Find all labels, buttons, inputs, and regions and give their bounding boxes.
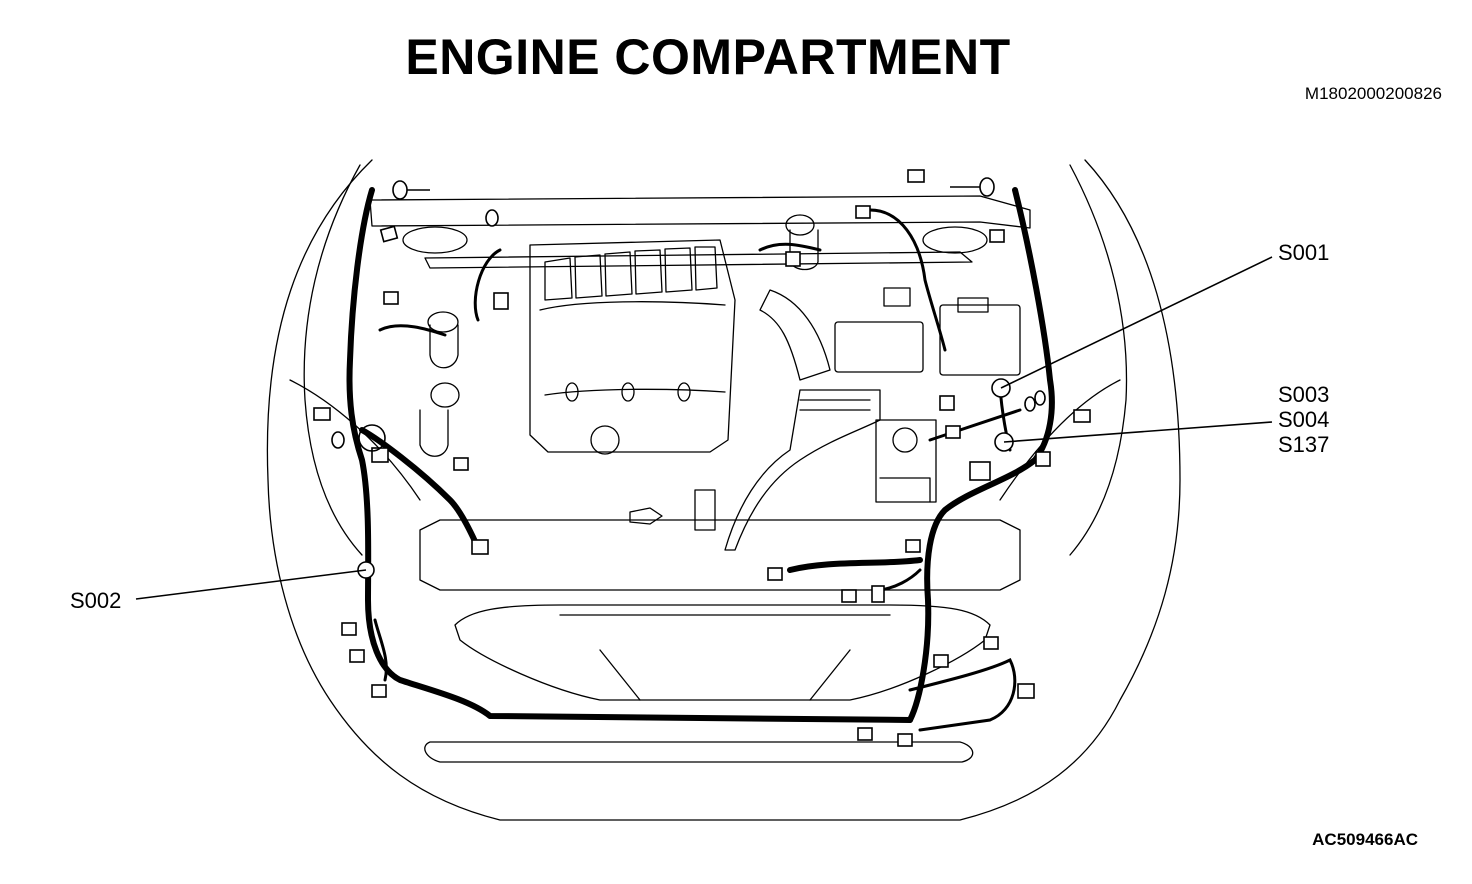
bumper-lip	[424, 741, 974, 763]
leader-s001	[1000, 256, 1273, 389]
air-hose	[724, 389, 881, 551]
leader-s002	[135, 569, 367, 600]
page-title: ENGINE COMPARTMENT	[405, 29, 1011, 85]
harness-right	[907, 187, 1055, 723]
fuse-box	[939, 304, 1021, 376]
relay-block	[875, 419, 937, 503]
body-outline	[266, 159, 1181, 821]
document-id: M1802000200826	[1304, 84, 1442, 103]
callout-s003: S003	[1278, 382, 1330, 407]
figure-id: AC509466AC	[1312, 830, 1418, 849]
lower-grille	[454, 604, 991, 701]
callout-s004: S004	[1278, 407, 1330, 432]
battery	[834, 321, 924, 373]
intake-duct	[759, 289, 831, 381]
strut-bar	[369, 195, 1031, 229]
harness-left	[346, 187, 913, 723]
reservoir-cap	[427, 311, 459, 333]
fender-left	[303, 164, 363, 556]
leader-s003	[1003, 421, 1273, 443]
radiator-support	[419, 519, 1021, 591]
harness-center	[787, 557, 923, 573]
harness-front	[359, 427, 481, 551]
engine-cover	[529, 239, 736, 453]
callout-s137: S137	[1278, 432, 1330, 457]
callout-s002: S002	[70, 588, 122, 613]
fender-right	[1069, 164, 1128, 556]
fascia-curve-right	[999, 379, 1121, 501]
callout-s001: S001	[1278, 240, 1330, 265]
